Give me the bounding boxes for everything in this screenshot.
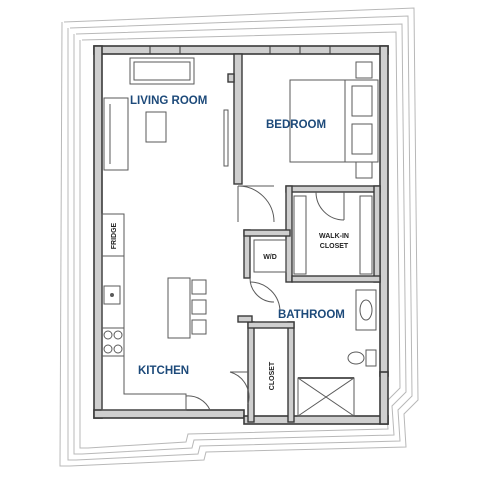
bedroom-label: BEDROOM <box>266 119 326 131</box>
closet-label: CLOSET <box>269 361 276 390</box>
walk-in-closet-label-line1: WALK-IN <box>319 233 349 240</box>
kitchen-sink <box>103 285 121 305</box>
bedroom-furniture <box>289 61 379 179</box>
washer-dryer <box>253 239 287 273</box>
bathroom-fixtures <box>297 289 377 417</box>
kitchen-fixtures <box>101 213 207 411</box>
doors <box>185 185 345 411</box>
sofa-top <box>129 57 195 85</box>
living-room-label: LIVING ROOM <box>130 95 207 107</box>
tv-stand <box>223 109 229 167</box>
kitchen-label: KITCHEN <box>138 365 189 377</box>
walk-in-shelves <box>293 195 373 275</box>
nightstand-bottom <box>355 161 373 179</box>
exterior-outline <box>59 7 419 467</box>
exterior-walls <box>93 45 389 425</box>
coffee-table <box>145 111 167 143</box>
kitchen-island <box>167 277 191 339</box>
toilet-tank <box>365 349 377 367</box>
sofa-left <box>103 97 129 171</box>
toilet-bowl <box>347 351 365 365</box>
nightstand-top <box>355 61 373 79</box>
bathroom-label: BATHROOM <box>278 309 345 321</box>
walk-in-closet-label-line2: CLOSET <box>320 243 349 250</box>
vanity <box>355 289 377 331</box>
interior-walls <box>227 53 381 423</box>
bed <box>289 79 379 163</box>
stove <box>101 327 125 357</box>
living-room-furniture <box>103 57 229 171</box>
washer-dryer-label: W/D <box>263 254 277 261</box>
fridge-label: FRIDGE <box>111 222 118 249</box>
